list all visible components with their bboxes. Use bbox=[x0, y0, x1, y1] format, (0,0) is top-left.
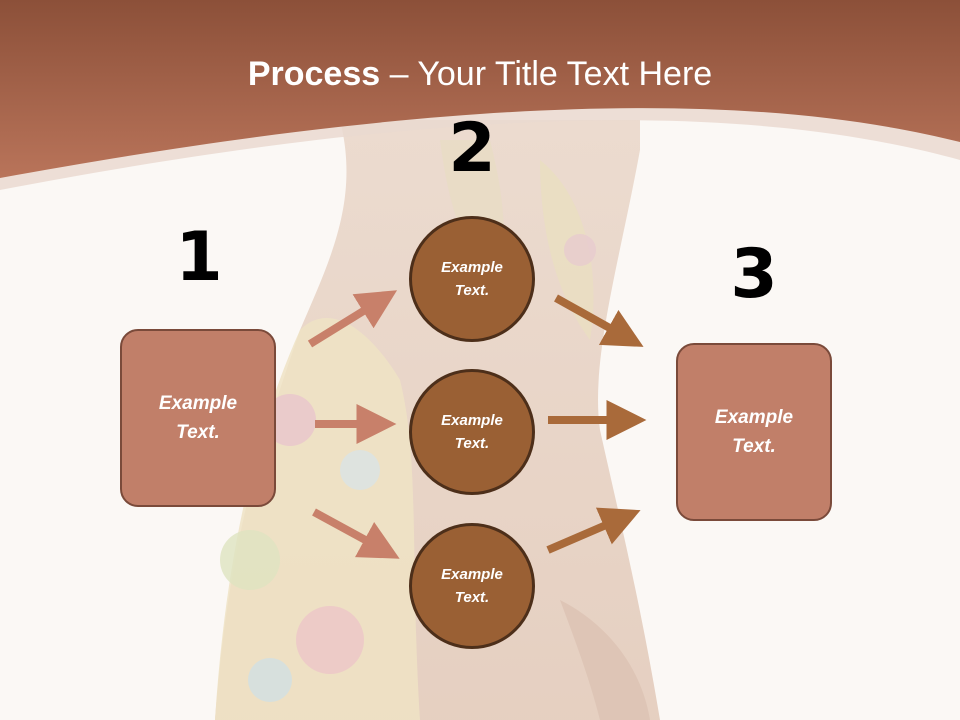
step-number-3: 3 bbox=[730, 235, 778, 314]
title-bold: Process bbox=[247, 55, 381, 93]
circle-top-text-line-2: Text. bbox=[454, 282, 490, 299]
step-1-box[interactable]: Example Text. bbox=[120, 329, 276, 507]
circle-middle-text-line-1: Example bbox=[441, 412, 503, 429]
arrow-1-to-top bbox=[307, 290, 398, 348]
step-3-box[interactable]: Example Text. bbox=[676, 343, 832, 521]
circle-top-text-line-1: Example bbox=[441, 259, 503, 276]
step-2-circle-top[interactable]: Example Text. bbox=[409, 216, 535, 342]
step-1-text-line-1: Example bbox=[158, 393, 238, 414]
step-number-2: 2 bbox=[448, 109, 496, 188]
step-1-text-line-2: Text. bbox=[176, 422, 220, 443]
slide-title: Process – Your Title Text Here bbox=[0, 52, 960, 96]
arrow-1-to-bottom bbox=[312, 508, 400, 559]
step-2-circle-bottom[interactable]: Example Text. bbox=[409, 523, 535, 649]
step-3-text-line-1: Example bbox=[714, 407, 794, 428]
arrow-top-to-3 bbox=[554, 294, 644, 347]
step-3-text-line-2: Text. bbox=[732, 436, 776, 457]
step-2-circle-middle[interactable]: Example Text. bbox=[409, 369, 535, 495]
circle-middle-text-line-2: Text. bbox=[454, 435, 490, 452]
circle-bottom-text-line-1: Example bbox=[441, 566, 503, 583]
circle-bottom-text-line-2: Text. bbox=[454, 589, 490, 606]
arrow-bottom-to-3 bbox=[546, 507, 641, 554]
step-number-1: 1 bbox=[175, 218, 223, 297]
header-banner bbox=[0, 0, 960, 190]
title-rest: – Your Title Text Here bbox=[380, 55, 713, 93]
